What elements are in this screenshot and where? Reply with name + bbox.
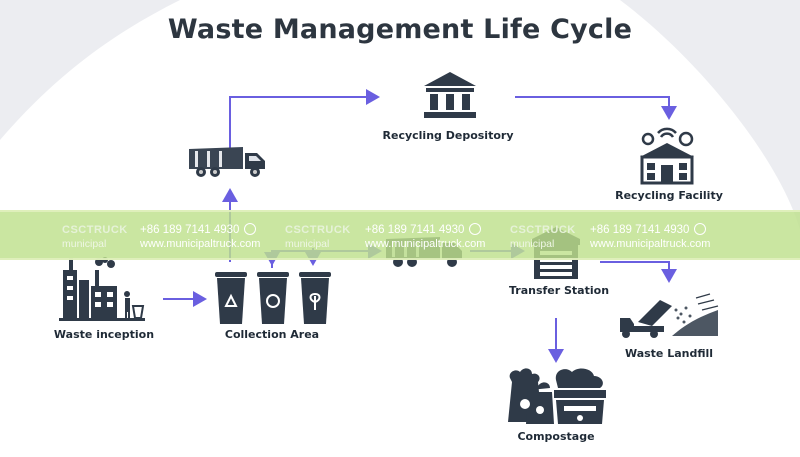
- watermark-phone: +86 189 7141 4930: [365, 224, 465, 236]
- watermark-brand-2: TRUCK: [86, 224, 128, 236]
- watermark-3: CSCTRUCK municipal: [510, 220, 576, 250]
- recycling-facility-icon: [640, 127, 694, 185]
- garbage-truck-icon: [189, 147, 265, 177]
- watermark-brand-2: TRUCK: [309, 224, 351, 236]
- watermark-sub: municipal: [510, 238, 555, 250]
- page-title: Waste Management Life Cycle: [167, 14, 633, 45]
- watermark-brand: CSC: [62, 224, 87, 236]
- watermark-contact-2: +86 189 7141 4930 www.municipaltruck.com: [365, 220, 485, 250]
- whatsapp-icon: [469, 223, 482, 235]
- arrow-station-to-landfill: [600, 261, 677, 283]
- bank-building-icon: [424, 72, 476, 118]
- watermark-brand: CSC: [510, 224, 535, 236]
- watermark-band: [0, 210, 800, 260]
- watermark-brand: CSC: [285, 224, 310, 236]
- waste-landfill-label: Waste Landfill: [624, 347, 714, 360]
- watermark-sub: municipal: [285, 238, 330, 250]
- factory-icon: [59, 257, 145, 321]
- watermark-site: www.municipaltruck.com: [590, 238, 711, 250]
- watermark-sub: municipal: [62, 238, 107, 250]
- recycling-bins-icon: [215, 272, 331, 324]
- watermark-phone: +86 189 7141 4930: [590, 224, 690, 236]
- watermark-1: CSCTRUCK municipal: [62, 220, 128, 250]
- whatsapp-icon: [244, 223, 257, 235]
- watermark-site: www.municipaltruck.com: [365, 238, 486, 250]
- waste-inception-label: Waste inception: [53, 328, 155, 341]
- watermark-brand-2: TRUCK: [534, 224, 576, 236]
- arrow-depository-to-facility: [515, 96, 677, 120]
- transfer-station-label: Transfer Station: [508, 284, 610, 297]
- watermark-contact-1: +86 189 7141 4930 www.municipaltruck.com: [140, 220, 260, 250]
- recycling-depository-label: Recycling Depository: [382, 129, 514, 142]
- arrow-truck-to-depository: [229, 89, 380, 150]
- watermark-site: www.municipaltruck.com: [140, 238, 261, 250]
- compostage-label: Compostage: [517, 430, 595, 443]
- watermark-contact-3: +86 189 7141 4930 www.municipaltruck.com: [590, 220, 710, 250]
- collection-area-label: Collection Area: [224, 328, 320, 341]
- watermark-2: CSCTRUCK municipal: [285, 220, 351, 250]
- whatsapp-icon: [694, 223, 707, 235]
- watermark-phone: +86 189 7141 4930: [140, 224, 240, 236]
- compost-bags-icon: [508, 368, 606, 424]
- recycling-facility-label: Recycling Facility: [615, 189, 723, 202]
- dump-truck-icon: [620, 293, 719, 338]
